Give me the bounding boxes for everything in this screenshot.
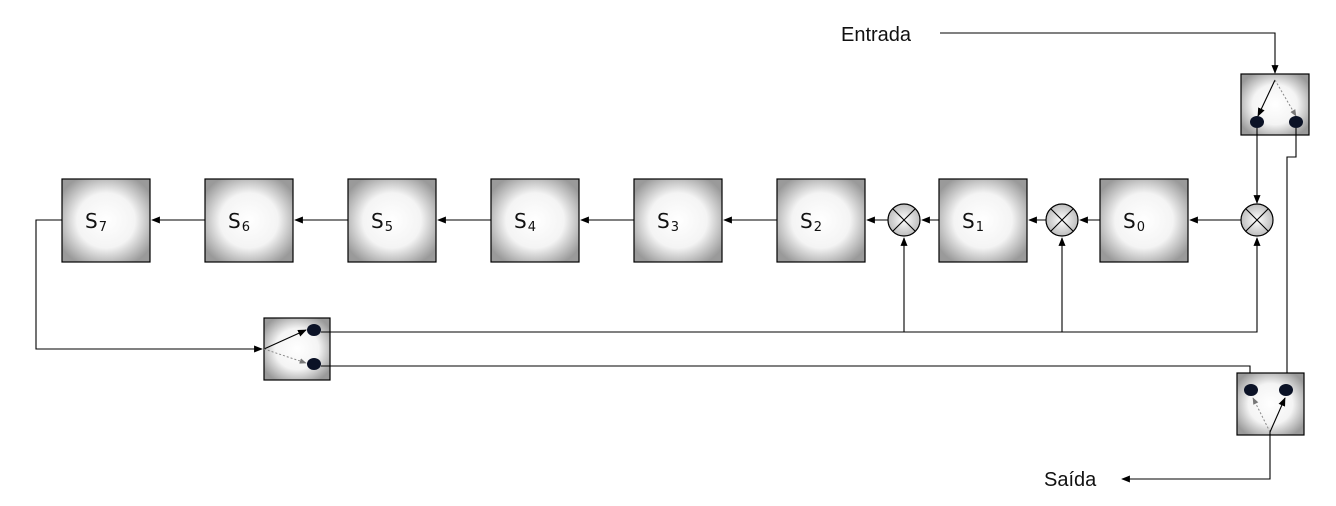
svg-text:S6: S6 — [228, 209, 250, 235]
svg-text:S2: S2 — [800, 209, 822, 235]
svg-text:S3: S3 — [657, 209, 679, 235]
register-s1: S1 — [938, 178, 1028, 263]
svg-text:S0: S0 — [1123, 209, 1145, 235]
register-s7: S7 — [61, 178, 151, 263]
switch-contact — [1289, 116, 1303, 128]
switch-contact — [1279, 384, 1293, 396]
feedback-switch — [263, 317, 331, 381]
input-bypass-wire — [1283, 128, 1297, 385]
output-label: Saída — [1044, 469, 1097, 491]
output-switch — [1236, 372, 1305, 436]
switch-contact — [1250, 116, 1264, 128]
xor-gate-input — [1240, 203, 1274, 237]
register-s6: S6 — [204, 178, 294, 263]
feedback-to-output-wire — [321, 365, 1254, 385]
svg-text:S4: S4 — [514, 209, 536, 235]
register-s0: S0 — [1099, 178, 1189, 263]
svg-text:S1: S1 — [962, 209, 984, 235]
svg-text:S5: S5 — [371, 209, 393, 235]
switch-contact — [307, 358, 321, 370]
register-s4: S4 — [490, 178, 580, 263]
register-s5: S5 — [347, 178, 437, 263]
register-s2: S2 — [776, 178, 866, 263]
switch-contact — [307, 324, 321, 336]
input-label: Entrada — [841, 24, 912, 46]
svg-text:S7: S7 — [85, 209, 107, 235]
feedback-bus — [321, 237, 1261, 333]
input-wire — [940, 32, 1279, 74]
input-switch — [1240, 73, 1310, 136]
s7-output-wire — [35, 219, 263, 353]
xor-gate-s1-s2 — [887, 203, 921, 237]
switch-contact — [1244, 384, 1258, 396]
xor-gate-s0-s1 — [1045, 203, 1079, 237]
register-s3: S3 — [633, 178, 723, 263]
output-wire — [1121, 432, 1271, 483]
